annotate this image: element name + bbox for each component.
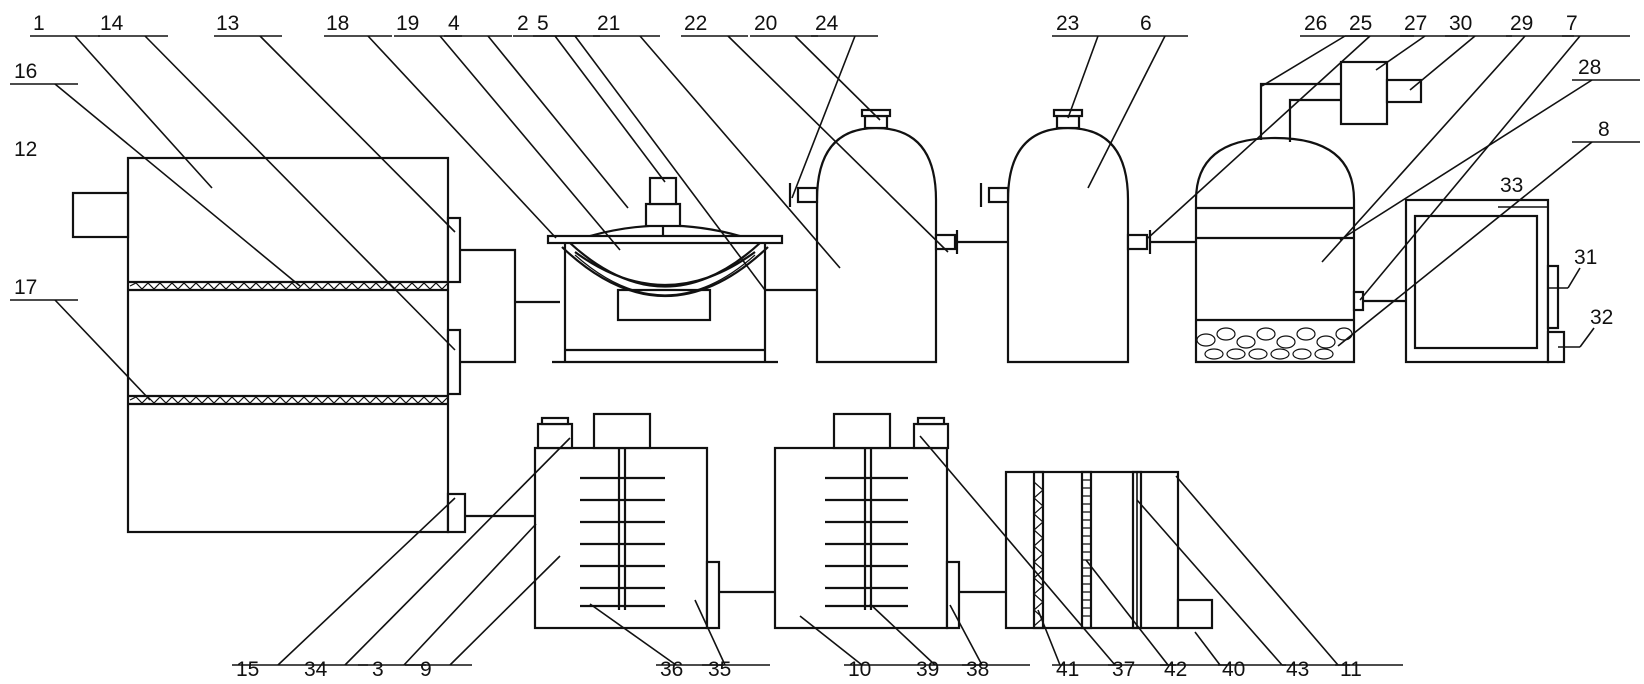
label-41: 41 xyxy=(1056,658,1079,681)
jacketed-kettle xyxy=(546,176,784,364)
label-22: 22 xyxy=(684,12,707,35)
unit-8 xyxy=(1404,198,1566,364)
label-33: 33 xyxy=(1500,174,1523,197)
label-7: 7 xyxy=(1566,12,1578,35)
label-21: 21 xyxy=(597,12,620,35)
label-1: 1 xyxy=(33,12,45,35)
label-11: 11 xyxy=(1340,658,1362,681)
mixer-tank-9 xyxy=(533,412,721,630)
vessel-7 xyxy=(1194,60,1423,364)
label-4: 4 xyxy=(448,12,460,35)
label-39: 39 xyxy=(916,658,939,681)
label-14: 14 xyxy=(100,12,124,35)
label-24: 24 xyxy=(815,12,839,35)
label-28: 28 xyxy=(1578,56,1601,79)
label-5: 5 xyxy=(537,12,549,35)
label-2: 2 xyxy=(517,12,529,35)
label-38: 38 xyxy=(966,658,989,681)
label-32: 32 xyxy=(1590,306,1613,329)
vessel-6 xyxy=(979,108,1152,364)
label-10: 10 xyxy=(848,658,871,681)
label-37: 37 xyxy=(1112,658,1135,681)
label-26: 26 xyxy=(1304,12,1327,35)
label-8: 8 xyxy=(1598,118,1610,141)
label-6: 6 xyxy=(1140,12,1152,35)
label-20: 20 xyxy=(754,12,777,35)
label-group-top: 1 14 13 18 19 4 2 5 21 22 20 24 23 6 26 … xyxy=(33,12,1578,35)
label-16: 16 xyxy=(14,60,37,83)
label-31: 31 xyxy=(1574,246,1597,269)
label-3: 3 xyxy=(372,658,384,681)
vessel-5 xyxy=(788,108,959,364)
label-19: 19 xyxy=(396,12,419,35)
label-18: 18 xyxy=(326,12,349,35)
label-25: 25 xyxy=(1349,12,1372,35)
mixer-tank-10 xyxy=(773,412,961,630)
label-29: 29 xyxy=(1510,12,1533,35)
label-group-bottom: 15 34 3 9 36 35 10 39 38 41 37 42 40 43 … xyxy=(236,658,1362,681)
label-group-left: 16 12 17 xyxy=(14,60,37,299)
label-34: 34 xyxy=(304,658,328,681)
label-30: 30 xyxy=(1449,12,1472,35)
leader-lines xyxy=(10,35,1640,666)
filter-unit-11 xyxy=(1004,470,1214,630)
label-17: 17 xyxy=(14,276,37,299)
label-group-right: 28 8 33 31 32 xyxy=(1500,56,1613,329)
label-23: 23 xyxy=(1056,12,1079,35)
label-43: 43 xyxy=(1286,658,1309,681)
label-13: 13 xyxy=(216,12,239,35)
label-9: 9 xyxy=(420,658,432,681)
label-15: 15 xyxy=(236,658,259,681)
label-36: 36 xyxy=(660,658,683,681)
label-40: 40 xyxy=(1222,658,1245,681)
label-12: 12 xyxy=(14,138,37,161)
label-42: 42 xyxy=(1164,658,1187,681)
label-27: 27 xyxy=(1404,12,1427,35)
tiered-box-1 xyxy=(71,156,467,534)
label-35: 35 xyxy=(708,658,731,681)
